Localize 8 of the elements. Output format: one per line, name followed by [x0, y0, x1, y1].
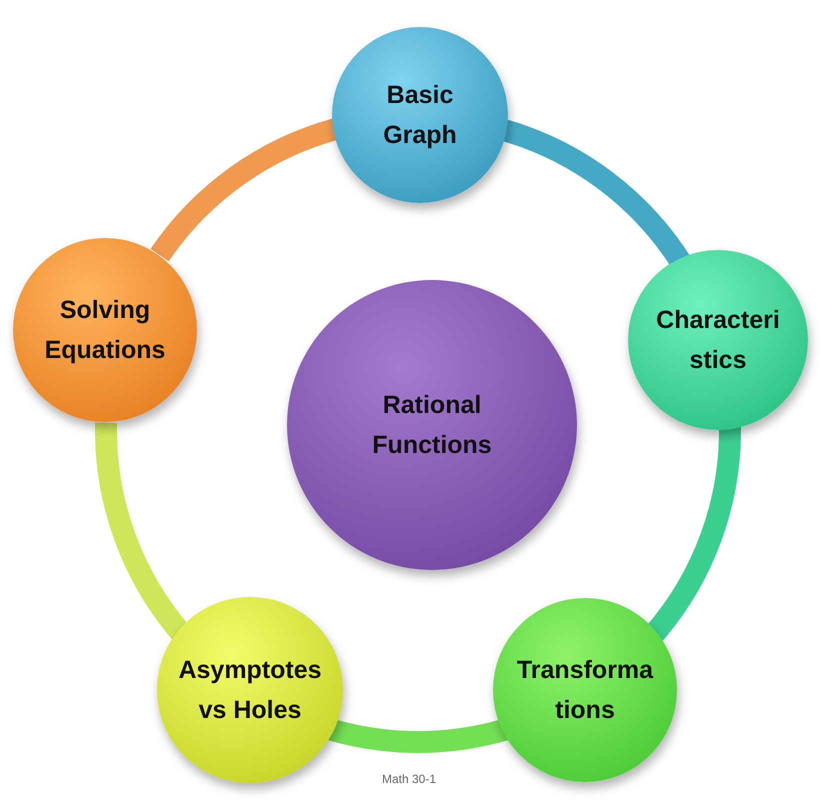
- topic-label: Transforma tions: [516, 655, 654, 726]
- footer-note: Math 30-1: [382, 772, 436, 786]
- ring-connector: [328, 718, 508, 752]
- topic-label: Basic Graph: [382, 80, 458, 151]
- topic-label: Characteri stics: [655, 305, 781, 376]
- topic-label: Rational Functions: [371, 390, 493, 461]
- topic-label: Solving Equations: [44, 295, 166, 366]
- topic-label: Asymptotes vs Holes: [177, 655, 323, 726]
